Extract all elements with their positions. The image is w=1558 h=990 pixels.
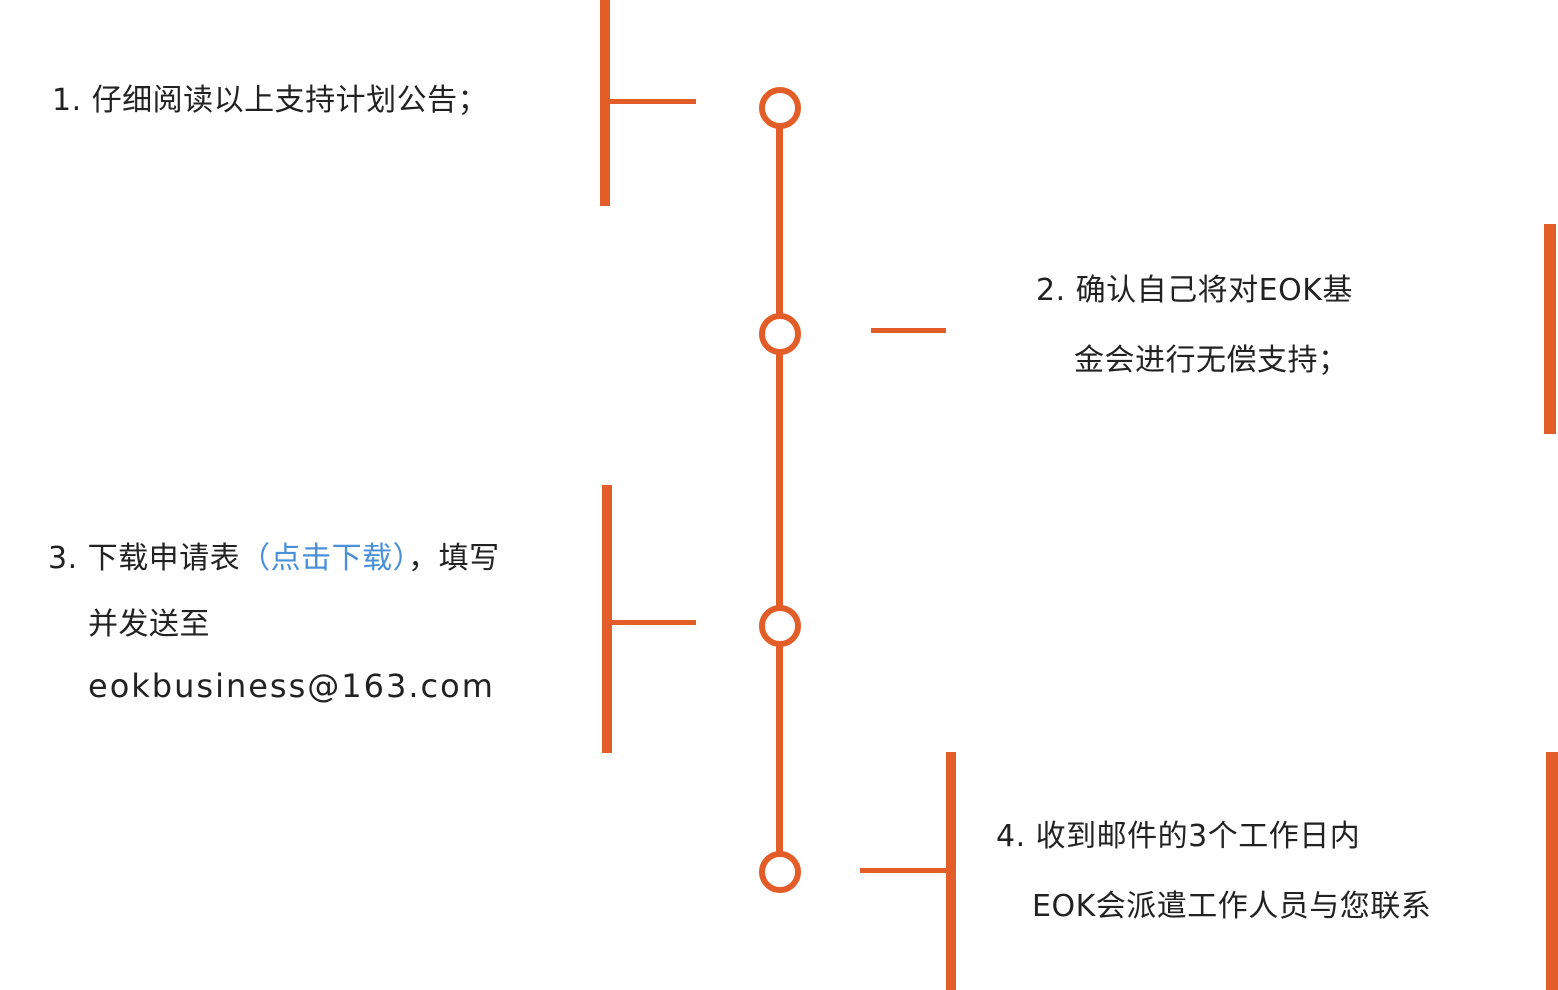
step-3-suffix: ，填写 (408, 541, 500, 576)
step-4-bracket-vertical (946, 752, 956, 990)
step-1-connector (606, 99, 696, 104)
step-3-email: eokbusiness@163.com (88, 667, 495, 705)
timeline-line (776, 108, 783, 874)
step-3-connector (608, 620, 696, 625)
step-4-line-1: 4. 收到邮件的3个工作日内 (996, 819, 1361, 854)
timeline-node-1 (759, 87, 801, 129)
step-2-right-bar (1544, 224, 1556, 434)
step-1-line-1: 1. 仔细阅读以上支持计划公告； (52, 83, 489, 118)
step-2-line-1: 2. 确认自己将对EOK基 (1036, 273, 1353, 308)
timeline-node-4 (759, 851, 801, 893)
step-3-line-2: 并发送至 (88, 607, 210, 642)
step-2-line-2: 金会进行无偿支持； (1074, 343, 1349, 378)
step-1-text: 1. 仔细阅读以上支持计划公告； (52, 86, 488, 116)
step-4-line-2: EOK会派遣工作人员与您联系 (1032, 889, 1432, 924)
step-1-bracket-vertical (600, 0, 610, 206)
timeline-node-3 (759, 605, 801, 647)
step-3-prefix: 3. 下载申请表 (48, 541, 241, 576)
step-2-connector (871, 328, 946, 333)
step-3-bracket-vertical (602, 485, 612, 753)
timeline-node-2 (759, 313, 801, 355)
step-3-line-1: 3. 下载申请表（点击下载），填写 (48, 544, 500, 574)
download-link[interactable]: （点击下载） (240, 541, 409, 576)
step-4-connector (860, 868, 952, 873)
step-4-right-bar (1546, 752, 1558, 990)
